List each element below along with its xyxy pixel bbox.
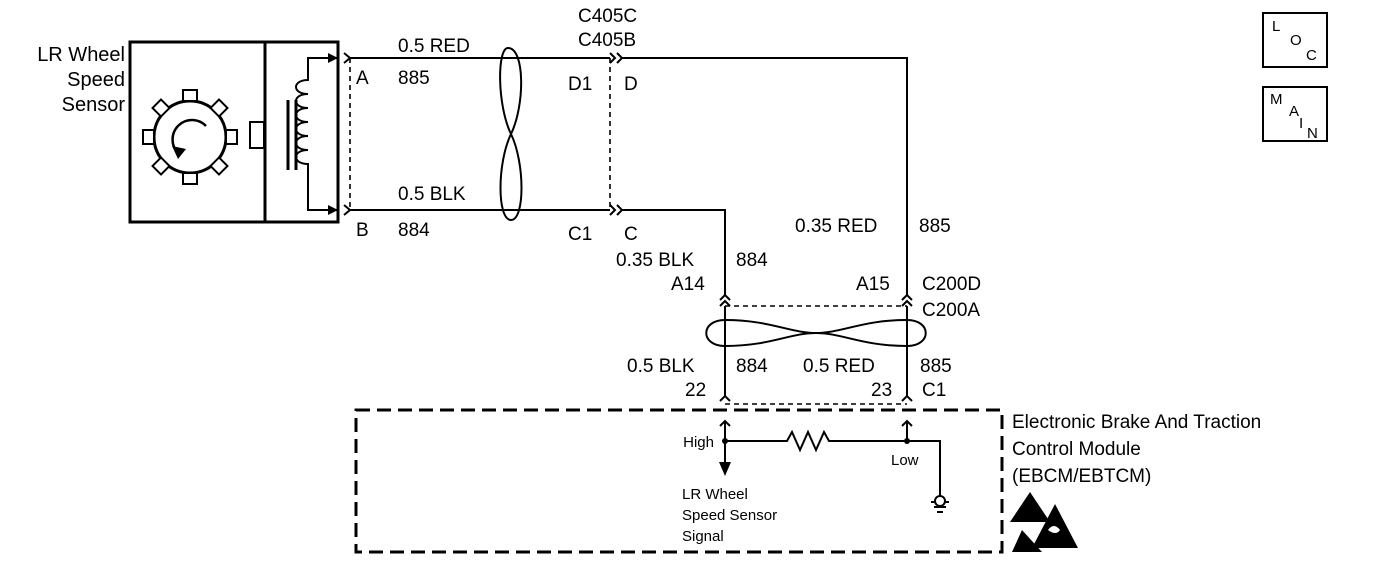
low-label: Low [891, 452, 919, 469]
twisted-pair-icon [499, 46, 523, 222]
loc-letter-2: O [1290, 32, 1302, 49]
esd-warning-icon [1010, 492, 1078, 552]
pin-a15-label: A15 [856, 274, 890, 295]
connector-c1-name: C1 [922, 380, 946, 401]
reluctor-wheel-icon [142, 89, 238, 185]
lr-wheel-speed-sensor: LR Wheel Speed Sensor [37, 40, 340, 224]
wire-red-circuit: 885 [398, 68, 430, 89]
pole-piece [249, 121, 265, 149]
connector-c405c-name: C405C [578, 6, 637, 27]
pin-a-label: A [356, 68, 369, 89]
sensor-title-line3: Sensor [62, 94, 126, 116]
main-button[interactable]: M A I N [1262, 86, 1328, 142]
sensor-title-line2: Speed [67, 69, 125, 91]
loc-letter-3: C [1306, 47, 1317, 64]
connector-c405b-name: C405B [578, 30, 636, 51]
signal-arrow-icon [719, 462, 731, 476]
pin-a14-label: A14 [671, 274, 705, 295]
resistor-icon [725, 429, 941, 502]
wire-05-red-spec: 0.5 RED [803, 356, 875, 377]
pin-c-label: C [624, 224, 638, 245]
terminal-a-icon [343, 52, 352, 64]
pin-d-label: D [624, 74, 638, 95]
connector-c405-sensor-side: A B [343, 52, 369, 241]
connector-c200a-name: C200A [922, 300, 980, 321]
wire-blk-884-harness [622, 209, 726, 296]
pin-22-label: 22 [685, 380, 706, 401]
wire-red-spec: 0.5 RED [398, 36, 470, 57]
module-title-line2: Control Module [1012, 439, 1141, 460]
pin-23-label: 23 [871, 380, 892, 401]
sensor-title-line1: LR Wheel [37, 44, 125, 66]
module-boundary [354, 408, 1004, 554]
wire-035-red-circuit: 885 [919, 216, 951, 237]
ebcm-module: High Low LR Wheel Speed Sensor Signal [354, 408, 1004, 554]
terminal-22-icon [719, 394, 731, 402]
wire-035-blk-spec: 0.35 BLK [616, 250, 694, 271]
loc-button-frame[interactable] [1262, 12, 1328, 68]
main-letter-3: I [1299, 115, 1303, 132]
module-title-line1: Electronic Brake And Traction [1012, 412, 1261, 433]
terminal-d-icon [609, 52, 624, 64]
terminal-a15-icon [901, 293, 913, 307]
wire-blk-spec: 0.5 BLK [398, 184, 466, 205]
main-button-frame[interactable] [1262, 86, 1328, 142]
wire-05-blk-circuit: 884 [736, 356, 768, 377]
terminal-a14-icon [719, 293, 731, 307]
high-label: High [683, 434, 714, 451]
connector-c200d-name: C200D [922, 274, 981, 295]
wire-05-blk-spec: 0.5 BLK [627, 356, 695, 377]
pin-d1-label: D1 [568, 74, 592, 95]
signal-label-line1: LR Wheel [682, 486, 748, 503]
twisted-pair-icon-lower [705, 318, 927, 348]
signal-label-line3: Signal [682, 528, 724, 545]
coil-icon [295, 57, 338, 211]
wire-red-885-harness [622, 57, 908, 296]
main-letter-4: N [1307, 125, 1318, 142]
signal-label-line2: Speed Sensor [682, 507, 777, 524]
terminal-b-icon [343, 204, 352, 216]
wire-035-blk-circuit: 884 [736, 250, 768, 271]
pin-c1-label: C1 [568, 224, 592, 245]
connector-c405-harness-side: C405C C405B D1 D C1 C [568, 6, 638, 245]
loc-letter-1: L [1272, 18, 1280, 35]
wire-blk-circuit: 884 [398, 220, 430, 241]
wire-05-red-circuit: 885 [920, 356, 952, 377]
connector-c200: A14 A15 C200D C200A [671, 274, 981, 321]
terminal-c-icon [609, 204, 624, 216]
main-letter-2: A [1289, 103, 1299, 120]
terminal-23-icon [901, 394, 913, 402]
pin-b-label: B [356, 220, 369, 241]
loc-button[interactable]: L O C [1262, 12, 1328, 68]
wire-035-red-spec: 0.35 RED [795, 216, 877, 237]
main-letter-1: M [1270, 91, 1283, 108]
module-title-line3: (EBCM/EBTCM) [1012, 466, 1151, 487]
module-connector-c1: 22 23 C1 [685, 380, 946, 427]
